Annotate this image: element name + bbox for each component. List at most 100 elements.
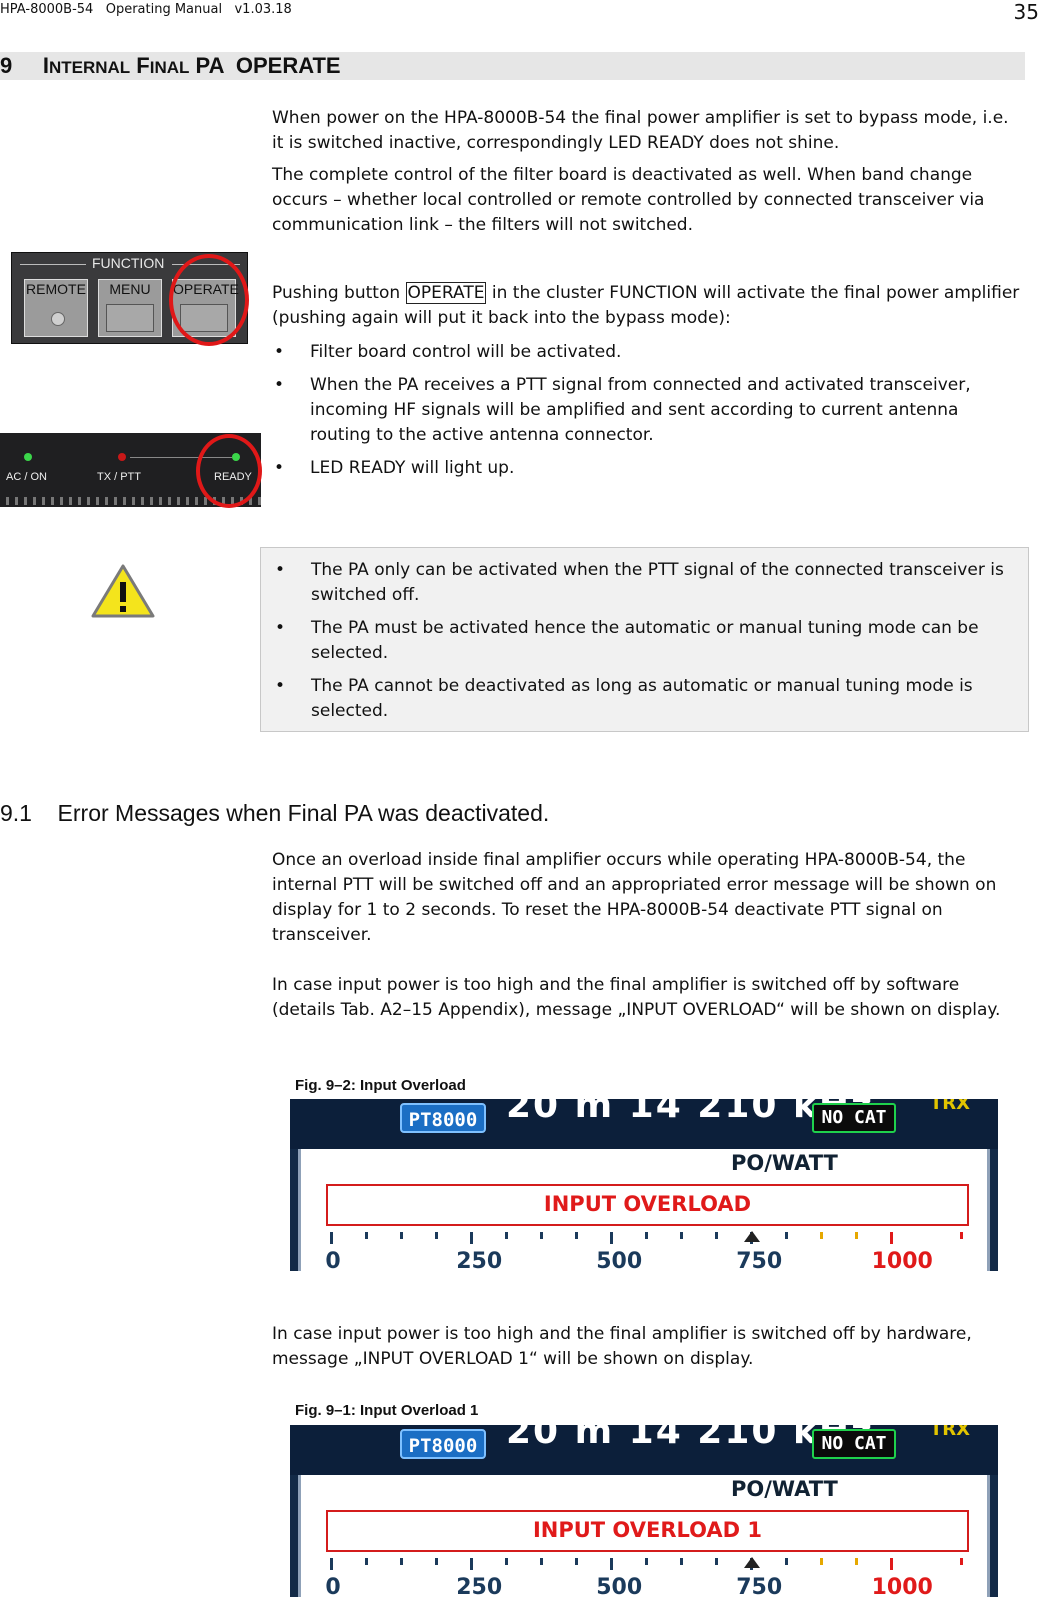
scale-label: 500	[596, 1575, 643, 1597]
section-heading-bar	[0, 52, 1025, 80]
frequency-readout: 20 m 14 210 kHz	[506, 1425, 875, 1452]
panel-ticks	[0, 497, 261, 505]
operate-paragraph: Pushing button OPERATE in the cluster FU…	[272, 281, 1022, 331]
scale-tick	[400, 1232, 403, 1239]
scale-tick	[610, 1558, 613, 1570]
scale-tick	[820, 1558, 823, 1565]
warning-bullet: The PA only can be activated when the PT…	[273, 558, 1014, 608]
scale-label: 250	[456, 1575, 503, 1597]
no-cat-badge: NO CAT	[812, 1103, 896, 1133]
menu-button-pad	[106, 304, 154, 332]
meter-bar: INPUT OVERLOAD 1	[326, 1510, 969, 1552]
pt8000-badge: PT8000	[400, 1103, 486, 1133]
meter-bar: INPUT OVERLOAD	[326, 1184, 969, 1226]
scale-tick	[890, 1232, 893, 1244]
scale-tick	[505, 1558, 508, 1565]
operate-button-reference: OPERATE	[405, 282, 487, 304]
scale-tick	[330, 1558, 333, 1570]
ac-on-led-icon	[24, 453, 32, 461]
scale-label: 0	[325, 1249, 341, 1271]
scale-tick	[470, 1232, 473, 1244]
title-smallcaps-nternal: NTERNAL	[48, 58, 131, 77]
error-paragraph-2: In case input power is too high and the …	[272, 975, 1001, 1020]
section-number: 9	[0, 53, 13, 78]
scale-tick	[435, 1558, 438, 1565]
led-connector-line	[130, 457, 232, 458]
scale-tick	[680, 1558, 683, 1565]
ready-highlight-ring	[196, 434, 262, 508]
trx-indicator: TRX	[930, 1099, 971, 1114]
scale-tick	[330, 1232, 333, 1244]
tx-ptt-label: TX / PTT	[97, 471, 141, 483]
operate-text-post: in the cluster FUNCTION will activate th…	[272, 283, 1020, 328]
scale-tick	[505, 1232, 508, 1239]
scale-tick	[540, 1232, 543, 1239]
scale-tick	[610, 1232, 613, 1244]
scale-tick	[575, 1232, 578, 1239]
scale-tick	[715, 1558, 718, 1565]
scale-tick	[645, 1232, 648, 1239]
pt8000-badge: PT8000	[400, 1429, 486, 1459]
section-title: 9 INTERNAL FINAL PA OPERATE	[0, 53, 341, 79]
error-paragraph-3: In case input power is too high and the …	[272, 1324, 972, 1369]
operate-bullet: When the PA receives a PTT signal from c…	[272, 373, 992, 448]
scale-tick	[680, 1232, 683, 1239]
title-initial-i: I	[42, 53, 49, 78]
warning-bullet: The PA must be activated hence the autom…	[273, 616, 1014, 666]
scale-tick	[435, 1232, 438, 1239]
page-number: 35	[1013, 0, 1039, 24]
title-initial-f: F	[136, 53, 150, 78]
scale-tick	[960, 1232, 963, 1239]
scale-label: 1000	[871, 1575, 933, 1597]
operate-text-pre: Pushing button	[272, 283, 406, 303]
display-screenshot-input-overload: PT8000 20 m 14 210 kHz NO CAT TRX PO/WAT…	[290, 1099, 998, 1271]
running-header: HPA-8000B-54 Operating Manual v1.03.18	[0, 2, 292, 17]
figure-caption: Fig. 9–2: Input Overload	[295, 1077, 466, 1094]
remote-button[interactable]: REMOTE	[24, 279, 88, 337]
scale-tick	[960, 1558, 963, 1565]
meter-label: PO/WATT	[731, 1477, 838, 1501]
panel-divider-line	[20, 264, 86, 265]
error-message: INPUT OVERLOAD 1	[532, 1518, 763, 1542]
scale-label: 1000	[871, 1249, 933, 1271]
scale-label: 500	[596, 1249, 643, 1271]
operate-bullet: Filter board control will be activated.	[272, 340, 992, 365]
scale-tick	[785, 1232, 788, 1239]
remote-button-label: REMOTE	[26, 281, 86, 297]
needle-arrow-icon	[744, 1557, 760, 1568]
scale-tick	[855, 1232, 858, 1239]
scale-label: 750	[736, 1575, 783, 1597]
menu-button[interactable]: MENU	[98, 279, 162, 337]
scale-tick	[645, 1558, 648, 1565]
scale-tick	[540, 1558, 543, 1565]
intro-paragraph-1: When power on the HPA-8000B-54 the final…	[272, 108, 1009, 153]
menu-button-label: MENU	[109, 281, 151, 297]
scale-tick	[890, 1558, 893, 1570]
function-cluster-label: FUNCTION	[92, 255, 165, 271]
remote-led-icon	[51, 312, 65, 326]
trx-indicator: TRX	[930, 1425, 971, 1440]
title-smallcaps-inal: INAL	[149, 58, 190, 77]
operate-highlight-ring	[169, 254, 249, 346]
subsection-title: 9.1 Error Messages when Final PA was dea…	[0, 800, 550, 826]
no-cat-badge: NO CAT	[812, 1429, 896, 1459]
tx-ptt-led-icon	[118, 453, 126, 461]
scale-tick	[785, 1558, 788, 1565]
needle-arrow-icon	[744, 1231, 760, 1242]
ac-on-label: AC / ON	[6, 471, 47, 483]
operate-bullet: LED READY will light up.	[272, 456, 992, 481]
figure-caption: Fig. 9–1: Input Overload 1	[295, 1402, 479, 1419]
error-message: INPUT OVERLOAD	[543, 1192, 752, 1216]
title-pa-operate: PA OPERATE	[195, 53, 341, 78]
scale-tick	[575, 1558, 578, 1565]
scale-label: 750	[736, 1249, 783, 1271]
display-screenshot-input-overload-1: PT8000 20 m 14 210 kHz NO CAT TRX PO/WAT…	[290, 1425, 998, 1597]
frequency-readout: 20 m 14 210 kHz	[506, 1099, 875, 1126]
warning-bullet: The PA cannot be deactivated as long as …	[273, 674, 1014, 724]
warning-box: The PA only can be activated when the PT…	[260, 547, 1029, 732]
scale-tick	[400, 1558, 403, 1565]
scale-tick	[820, 1232, 823, 1239]
